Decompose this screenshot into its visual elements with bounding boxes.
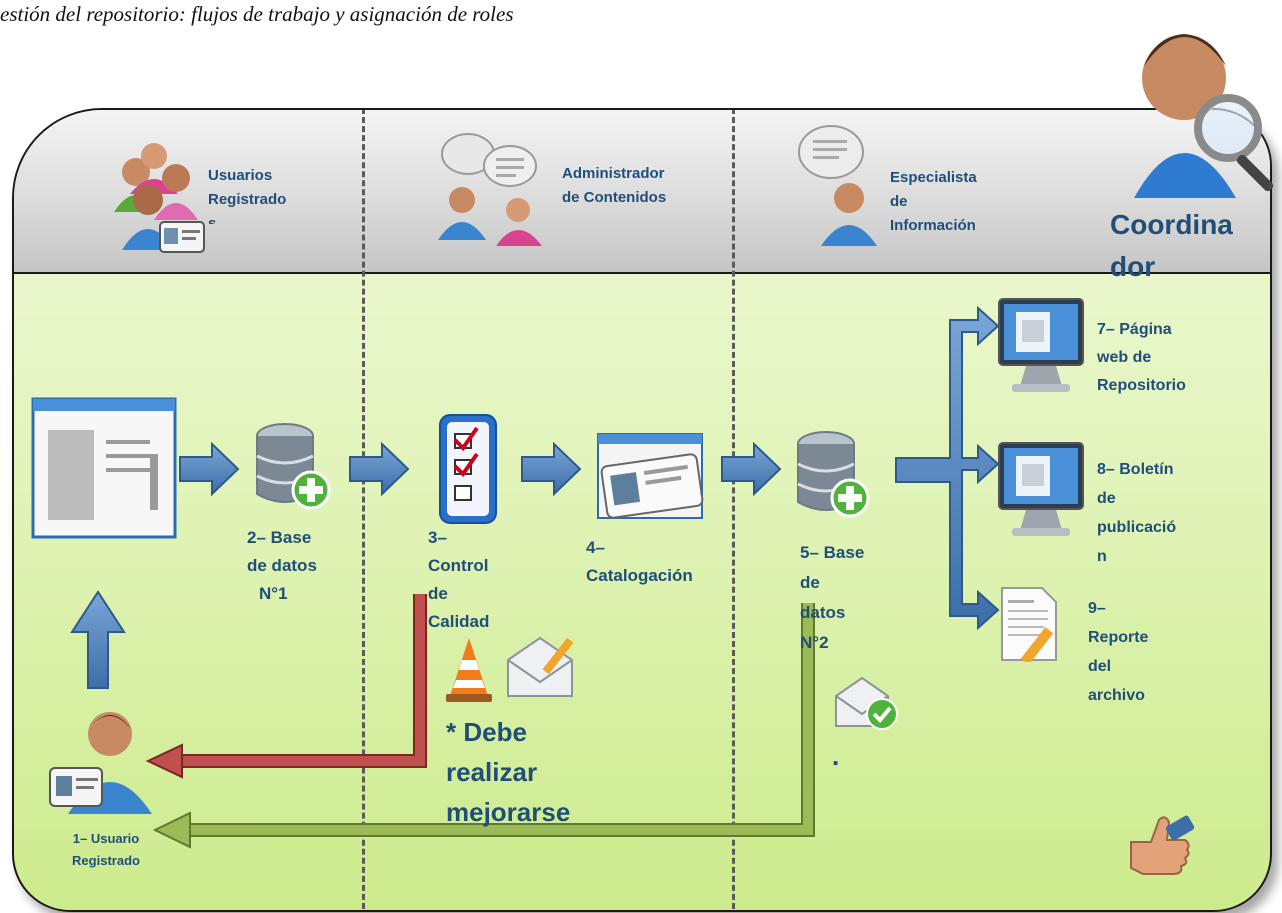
- report-document-icon: [1001, 587, 1057, 662]
- role-information-specialist-line-3: Información: [890, 217, 976, 234]
- step-5-line-1: 5– Base: [800, 543, 865, 562]
- step-5-line-4: N°2: [800, 633, 829, 652]
- lane-divider-1: [362, 110, 365, 910]
- role-content-admin-line-2: de Contenidos: [562, 189, 667, 206]
- roles-header: [14, 110, 1270, 274]
- arrow-3-4: [521, 441, 582, 497]
- arrow-2-3: [349, 441, 410, 497]
- role-information-specialist-line-1: Especialista: [890, 169, 977, 186]
- content-admins-icon: [438, 133, 542, 246]
- step-3-label: 3– Control de Calidad: [428, 524, 489, 636]
- arrow-up-to-form: [70, 590, 126, 689]
- role-coordinator-line-1: Coordina: [1110, 209, 1233, 240]
- diagram-caption: estión del repositorio: flujos de trabaj…: [0, 2, 514, 26]
- role-information-specialist-line-2: de: [890, 193, 908, 210]
- step-7-line-2: web de: [1097, 349, 1152, 366]
- information-specialist-icon: [798, 125, 877, 246]
- step-8-line-2: de: [1097, 490, 1116, 507]
- role-content-admin: Administrador de Contenidos: [562, 162, 666, 210]
- step-1-line-2: Registrado: [72, 853, 140, 868]
- step-5-label: 5– Base de datos N°2: [800, 538, 864, 658]
- catalog-card-icon: [597, 433, 704, 519]
- improvement-note-line-3: mejorarse: [446, 797, 571, 827]
- step-3-line-1: 3–: [428, 528, 447, 547]
- step-4-line-1: 4–: [586, 538, 605, 557]
- registered-user-icon: [49, 712, 152, 814]
- step-2-line-1: 2– Base: [247, 528, 312, 547]
- branch-arrows: [895, 305, 1000, 631]
- role-registered-users-line-1: Usuarios: [208, 167, 273, 184]
- thumbs-up-icon: [1130, 815, 1195, 875]
- role-registered-users: Usuarios Registrado s: [208, 164, 286, 224]
- trailing-dot: .: [832, 741, 840, 771]
- reject-return-line: [145, 594, 427, 779]
- role-coordinator: Coordina dor: [1110, 204, 1233, 288]
- improvement-note-line-2: realizar: [446, 757, 538, 787]
- role-information-specialist: Especialista de Información: [890, 166, 977, 238]
- step-4-line-2: Catalogación: [586, 566, 693, 585]
- role-registered-users-line-2: Registrado: [208, 191, 287, 208]
- step-7-line-1: 7– Página: [1097, 321, 1172, 338]
- step-1-line-1: 1– Usuario: [72, 831, 140, 846]
- database-add-icon-2: [797, 431, 870, 518]
- web-page-monitor-icon: [998, 298, 1084, 392]
- step-5-line-2: de: [800, 573, 820, 592]
- role-content-admin-line-1: Administrador: [562, 165, 665, 182]
- step-3-line-4: Calidad: [428, 612, 490, 631]
- role-coordinator-line-2: dor: [1110, 251, 1156, 282]
- submission-form-icon: [31, 397, 177, 539]
- step-8-line-3: publicació: [1097, 519, 1177, 536]
- approve-return-line: [152, 603, 815, 849]
- step-4-label: 4– Catalogación: [586, 534, 693, 590]
- step-7-label: 7– Página web de Repositorio: [1097, 316, 1186, 400]
- database-add-icon: [256, 423, 331, 510]
- step-3-line-2: Control: [428, 556, 489, 575]
- step-2-label: 2– Base de datos N°1: [247, 524, 317, 608]
- step-9-line-1: 9–: [1088, 600, 1106, 617]
- role-registered-users-line-3: s: [208, 215, 217, 224]
- bulletin-monitor-icon: [998, 442, 1084, 536]
- step-9-line-3: del: [1088, 658, 1112, 675]
- step-3-line-3: de: [428, 584, 448, 603]
- coordinator-magnifier-icon: [1134, 34, 1274, 198]
- step-8-line-1: 8– Boletín: [1097, 461, 1174, 478]
- step-2-line-3: N°1: [259, 584, 288, 603]
- step-9-line-2: Reporte: [1088, 629, 1149, 646]
- registered-users-group-icon: [114, 143, 205, 253]
- step-9-label: 9– Reporte del archivo: [1088, 594, 1148, 710]
- improvement-note: * Debe realizar mejorarse: [446, 712, 570, 832]
- improvement-note-line-1: * Debe: [446, 717, 527, 747]
- step-8-label: 8– Boletín de publicació n: [1097, 455, 1176, 571]
- step-8-line-4: n: [1097, 548, 1107, 565]
- arrow-1-2: [179, 441, 240, 497]
- edit-mail-icon: [507, 636, 574, 697]
- step-1-label: 1– Usuario Registrado: [56, 828, 156, 872]
- warning-cone-icon: [446, 638, 492, 702]
- step-2-line-2: de datos: [247, 556, 317, 575]
- step-7-line-3: Repositorio: [1097, 377, 1186, 394]
- approved-mail-icon: [835, 676, 898, 730]
- lane-divider-2: [732, 110, 735, 910]
- step-9-line-4: archivo: [1088, 687, 1145, 704]
- step-5-line-3: datos: [800, 603, 846, 622]
- arrow-4-5: [721, 441, 782, 497]
- quality-checklist-icon: [439, 414, 497, 524]
